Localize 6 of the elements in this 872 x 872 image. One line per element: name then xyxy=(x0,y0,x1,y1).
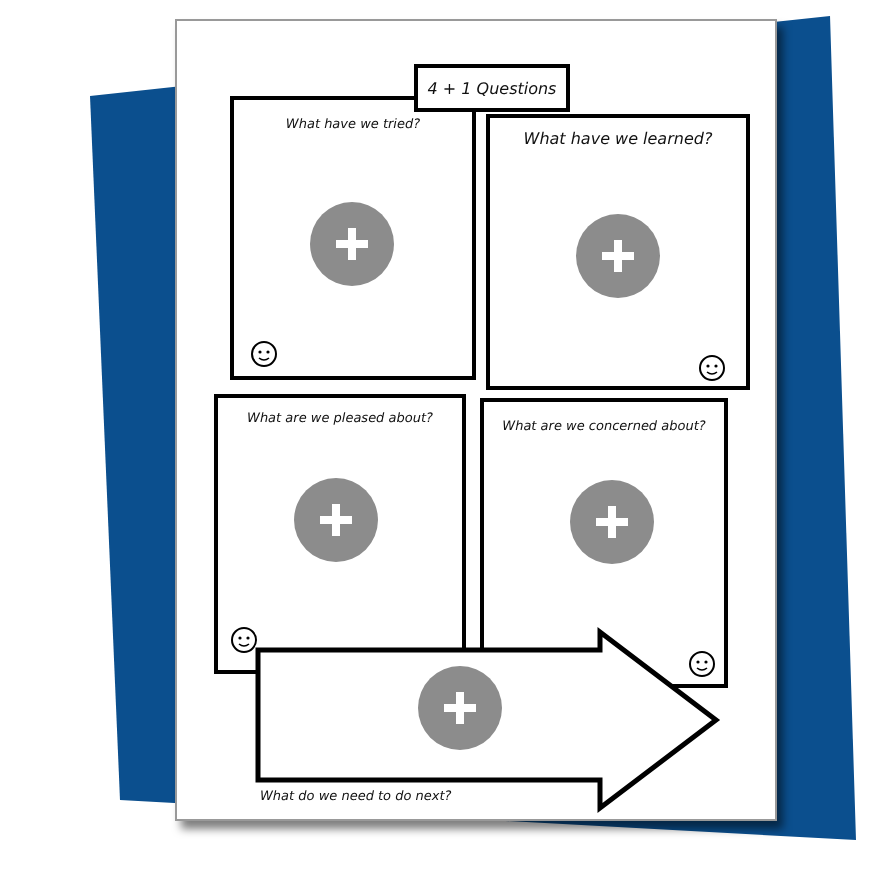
title-text: 4 + 1 Questions xyxy=(425,80,559,98)
question-box xyxy=(486,114,750,390)
title-box xyxy=(414,64,570,112)
question-box xyxy=(230,96,476,380)
question-text: What have we learned? xyxy=(521,130,715,148)
arrow-shape xyxy=(256,630,720,810)
